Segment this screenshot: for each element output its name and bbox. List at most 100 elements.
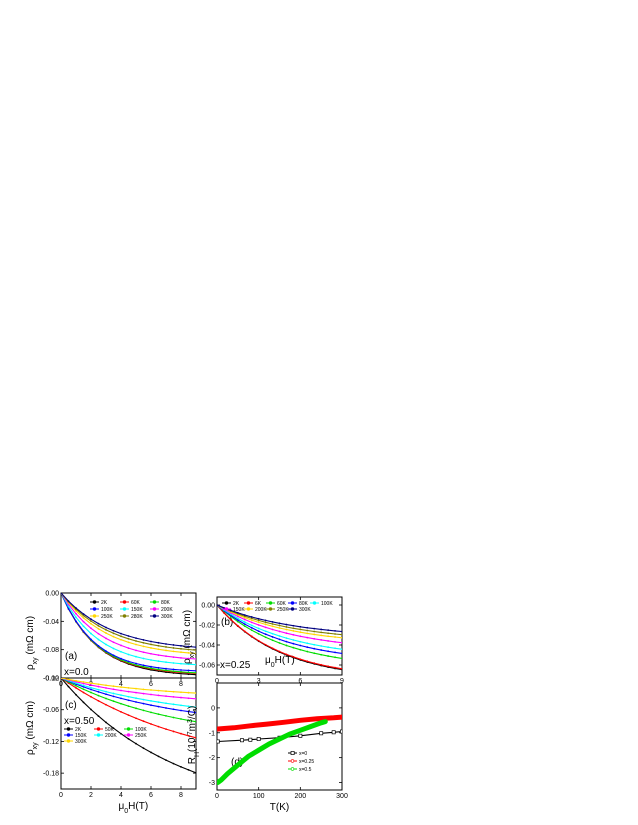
data-point [180,647,182,650]
legend-label: 80K [299,601,309,607]
data-point [172,716,175,719]
data-point [298,733,303,738]
data-point [142,702,145,705]
data-point [97,694,100,697]
data-point [75,616,77,619]
data-point [157,648,160,651]
data-point [271,623,274,625]
data-point [82,613,85,615]
data-point [120,694,122,697]
legend-label: 300K [75,739,87,745]
data-point [195,663,196,666]
data-point [105,721,107,724]
data-point [150,640,152,643]
data-point [327,640,330,642]
data-point [223,611,225,614]
data-point [180,732,182,735]
data-point [105,687,107,689]
data-point [165,728,167,730]
data-point [327,655,330,657]
legend-label: 60K [277,601,287,607]
legend-marker [92,600,97,604]
data-point [90,691,92,694]
data-point [195,692,196,695]
data-point [112,629,115,632]
x-tick-label: 100 [253,793,265,800]
data-point [180,704,182,707]
data-point [120,635,122,638]
legend-label: 300K [299,607,311,613]
data-point [97,645,100,647]
data-point [157,725,160,728]
y-tick-label: -0.02 [199,623,215,630]
y-axis-label: ρxy (mΩ cm) [182,610,196,664]
data-point [320,649,323,651]
data-point [75,687,77,689]
y-tick-label: 0.00 [45,591,59,598]
legend-marker [246,607,251,611]
data-point [341,633,342,636]
data-point [187,719,190,722]
series-line-x=0.5 [217,719,328,785]
data-point [292,624,295,627]
data-point [299,625,302,628]
data-point [223,606,225,609]
legend-label: 200K [255,607,267,613]
data-point [187,710,190,713]
data-point [306,629,309,632]
data-point [135,640,137,642]
data-point [187,671,190,674]
legend-label: 250K [277,607,289,613]
panel-label: (c) [65,700,77,711]
x-tick-label: 8 [179,681,183,688]
data-point [120,702,122,705]
data-point [97,624,100,627]
data-point [236,617,239,620]
data-point [97,683,100,686]
legend-marker [152,607,157,611]
data-point [278,624,281,627]
data-point [334,629,336,632]
x-tick-label: 0 [59,792,63,799]
data-point [112,692,115,695]
data-point [97,638,100,641]
data-point [306,646,309,649]
legend-marker [290,751,295,755]
data-point [165,649,167,652]
plot-area [217,604,342,671]
data-point [217,604,218,606]
data-point [135,742,137,745]
data-point [127,653,130,656]
data-point [236,611,239,614]
data-point [142,651,145,654]
x-tick-label: 300 [336,793,348,800]
data-point [105,697,107,700]
data-point [172,703,175,706]
data-point [243,625,246,627]
legend-marker [126,727,131,731]
x-axis-label: T(K) [270,802,289,813]
plot-frame [216,682,343,791]
legend-label: 100K [101,607,113,613]
data-point [264,630,267,633]
data-point [120,644,122,647]
data-point [112,685,115,688]
y-tick-label: -0.18 [43,771,59,778]
data-point [142,720,145,723]
data-point [142,641,145,644]
plot-frame [60,677,197,790]
data-point [142,692,145,695]
data-point [150,647,152,649]
data-point [165,643,167,645]
legend-marker [126,733,131,737]
data-point [180,696,182,699]
data-point [292,656,295,658]
data-point [157,666,160,669]
data-point [229,618,232,621]
data-point [327,632,330,635]
x-axis-label: μ0H(T) [265,655,295,669]
data-point [105,693,107,696]
data-point [229,613,232,616]
data-point [90,622,92,625]
